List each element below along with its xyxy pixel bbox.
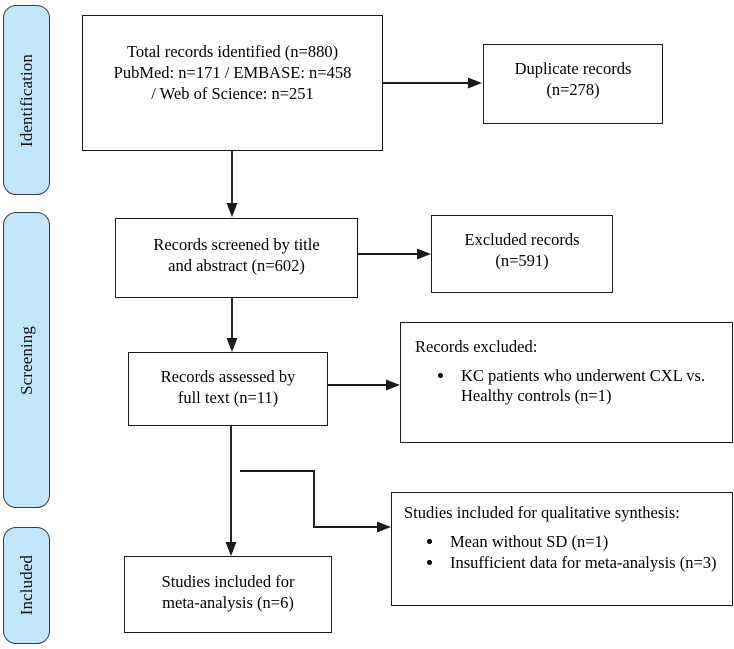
box-duplicate-records: Duplicate records (n=278)	[483, 44, 663, 124]
arrow-screened-to-excluded	[358, 248, 431, 260]
stage-label-identification: Identification	[17, 53, 36, 147]
box-duplicate-records-text: Duplicate records (n=278)	[514, 59, 632, 99]
box-total-records-text: Total records identified (n=880) PubMed:…	[113, 42, 352, 103]
arrow-fulltext-to-meta-analysis	[225, 426, 237, 556]
arrow-branch-to-qualitative	[240, 470, 391, 533]
box-records-assessed-full-text: Records assessed by full text (n=11)	[128, 352, 328, 426]
box-records-excluded-list: Records excluded: KC patients who underw…	[400, 322, 733, 443]
list-item: Insufficient data for meta-analysis (n=3…	[444, 553, 724, 574]
records-excluded-bullet-list: KC patients who underwent CXL vs. Health…	[415, 366, 722, 407]
box-excluded-records: Excluded records (n=591)	[431, 215, 613, 293]
box-studies-meta-analysis: Studies included for meta-analysis (n=6)	[124, 556, 332, 633]
arrow-fulltext-to-records-excluded	[328, 379, 400, 391]
stage-pill-identification: Identification	[3, 5, 50, 195]
box-records-assessed-full-text-text: Records assessed by full text (n=11)	[160, 367, 296, 407]
arrow-total-to-duplicates	[383, 77, 482, 89]
stage-pill-screening: Screening	[3, 212, 50, 508]
stage-label-screening: Screening	[17, 325, 36, 395]
list-item: KC patients who underwent CXL vs. Health…	[455, 366, 722, 407]
arrow-screened-to-fulltext	[226, 298, 238, 352]
records-excluded-heading: Records excluded:	[415, 337, 538, 356]
arrow-total-to-screened	[226, 151, 238, 217]
box-studies-meta-analysis-text: Studies included for meta-analysis (n=6)	[161, 572, 295, 612]
box-total-records-identified: Total records identified (n=880) PubMed:…	[82, 15, 383, 151]
box-records-screened: Records screened by title and abstract (…	[115, 218, 358, 298]
qualitative-bullet-list: Mean without SD (n=1) Insufficient data …	[404, 532, 724, 574]
stage-pill-included: Included	[3, 527, 50, 644]
box-studies-qualitative-synthesis: Studies included for qualitative synthes…	[391, 492, 733, 606]
stage-label-included: Included	[17, 555, 36, 616]
box-excluded-records-text: Excluded records (n=591)	[464, 230, 580, 270]
box-records-screened-text: Records screened by title and abstract (…	[153, 235, 320, 275]
qualitative-synthesis-heading: Studies included for qualitative synthes…	[404, 503, 680, 522]
list-item: Mean without SD (n=1)	[444, 532, 724, 553]
